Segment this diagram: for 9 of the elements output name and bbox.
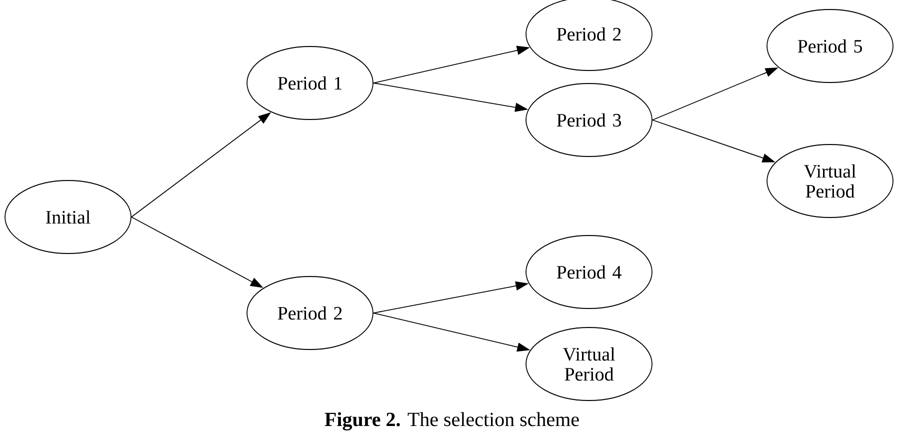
ellipse-node: Period 1: [246, 46, 374, 120]
ellipse-node: Period 3: [526, 83, 652, 157]
ellipse-node: Period 5: [766, 9, 894, 83]
caption: Figure 2. The selection scheme: [324, 412, 579, 430]
ellipse-node: Initial: [4, 180, 132, 254]
ellipse-node: Period 2: [246, 276, 374, 350]
ellipse-node: Virtual Period: [766, 144, 894, 218]
ellipse-node: Virtual Period: [526, 327, 652, 401]
ellipse-node: Period 4: [526, 235, 652, 309]
